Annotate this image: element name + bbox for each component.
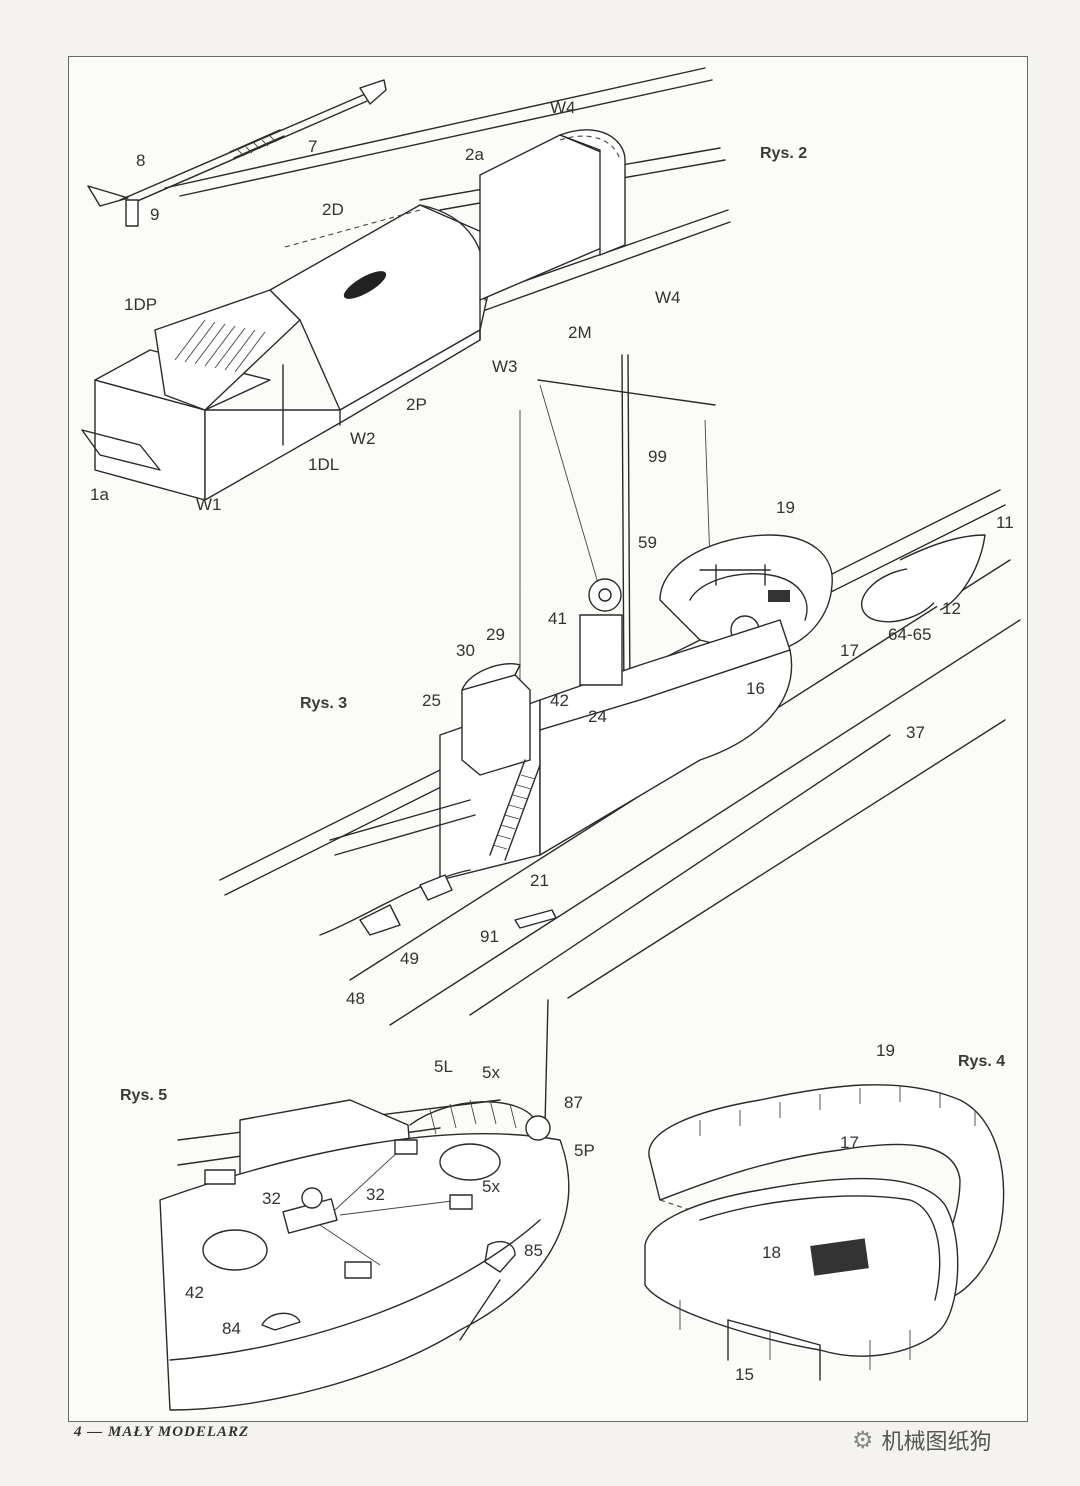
label-1DP: 1DP bbox=[124, 295, 157, 314]
label-W4-bottom: W4 bbox=[655, 288, 681, 307]
rys4-labels: Rys. 4 19 17 18 15 bbox=[735, 1041, 1005, 1384]
label-19: 19 bbox=[776, 498, 795, 517]
label-5x: 5x bbox=[482, 1063, 500, 1082]
label-87: 87 bbox=[564, 1093, 583, 1112]
label-64-65: 64-65 bbox=[888, 625, 931, 644]
label-29: 29 bbox=[486, 625, 505, 644]
watermark-text: 机械图纸狗 bbox=[881, 1430, 992, 1455]
figure-rys4 bbox=[644, 1084, 1005, 1381]
label-37: 37 bbox=[906, 723, 925, 742]
label-W3: W3 bbox=[492, 357, 518, 376]
watermark: ⚙ 机械图纸狗 bbox=[852, 1424, 992, 1456]
label-W4-top: W4 bbox=[550, 98, 576, 117]
figure-rys5 bbox=[159, 999, 570, 1411]
label-11: 11 bbox=[996, 513, 1014, 532]
label-17: 17 bbox=[840, 641, 859, 660]
rys2-title: Rys. 2 bbox=[760, 145, 807, 162]
label-25: 25 bbox=[422, 691, 441, 710]
label-24: 24 bbox=[588, 707, 607, 726]
label-1DL: 1DL bbox=[308, 455, 339, 474]
rys3-title: Rys. 3 bbox=[300, 695, 347, 712]
rys4-title: Rys. 4 bbox=[958, 1053, 1005, 1070]
label-99: 99 bbox=[648, 447, 667, 466]
label-42-rys5: 42 bbox=[185, 1283, 204, 1302]
label-91: 91 bbox=[480, 927, 499, 946]
label-32-right: 32 bbox=[366, 1185, 385, 1204]
page-footer: 4 — MAŁY MODELARZ bbox=[74, 1424, 250, 1440]
figure-rys3 bbox=[219, 354, 1021, 1026]
label-19-rys4: 19 bbox=[876, 1041, 895, 1060]
label-42: 42 bbox=[550, 691, 569, 710]
label-49: 49 bbox=[400, 949, 419, 968]
label-2D: 2D bbox=[322, 200, 344, 219]
label-5L: 5L bbox=[434, 1057, 453, 1076]
label-5P: 5P bbox=[574, 1141, 595, 1160]
label-12: 12 bbox=[942, 599, 961, 618]
label-9: 9 bbox=[150, 205, 159, 224]
label-2a: 2a bbox=[465, 145, 484, 164]
label-85: 85 bbox=[524, 1241, 543, 1260]
label-2P: 2P bbox=[406, 395, 427, 414]
rys5-labels: Rys. 5 5L 5x 87 5P 32 32 5x 85 42 84 bbox=[120, 1057, 595, 1338]
label-41: 41 bbox=[548, 609, 567, 628]
label-W2: W2 bbox=[350, 429, 376, 448]
label-7: 7 bbox=[308, 137, 317, 156]
figure-rys2 bbox=[81, 67, 731, 501]
label-48: 48 bbox=[346, 989, 365, 1008]
rys2-labels: Rys. 2 8 9 7 2a 2D 1DP 1a W1 1DL W2 2P W… bbox=[90, 98, 807, 514]
rys3-labels: Rys. 3 99 19 11 59 41 12 64-65 17 16 30 … bbox=[300, 447, 1014, 1008]
label-17-rys4: 17 bbox=[840, 1133, 859, 1152]
label-18-rys4: 18 bbox=[762, 1243, 781, 1262]
label-W1: W1 bbox=[196, 495, 222, 514]
label-5x-lower: 5x bbox=[482, 1177, 500, 1196]
label-8: 8 bbox=[136, 151, 145, 170]
label-1a: 1a bbox=[90, 485, 109, 504]
wechat-icon: ⚙ bbox=[852, 1426, 874, 1454]
rys5-title: Rys. 5 bbox=[120, 1087, 167, 1104]
label-2M: 2M bbox=[568, 323, 592, 342]
label-15-rys4: 15 bbox=[735, 1365, 754, 1384]
label-30: 30 bbox=[456, 641, 475, 660]
label-16: 16 bbox=[746, 679, 765, 698]
label-32-left: 32 bbox=[262, 1189, 281, 1208]
label-84: 84 bbox=[222, 1319, 241, 1338]
label-59: 59 bbox=[638, 533, 657, 552]
label-21: 21 bbox=[530, 871, 549, 890]
